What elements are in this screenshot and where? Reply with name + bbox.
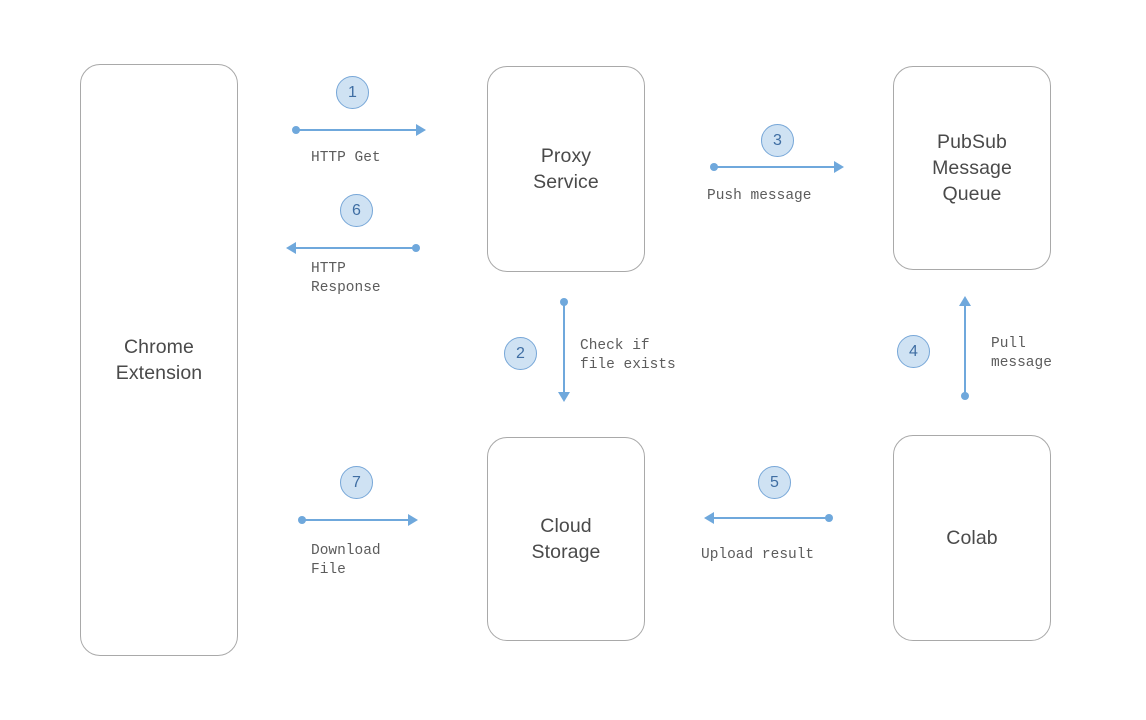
edge-upload-result [700,510,835,526]
edge-label-check-if-file-exists: Check if file exists [580,338,676,373]
step-badge-3: 3 [761,124,794,157]
step-badge-6: 6 [340,194,373,227]
node-proxy-service[interactable]: Proxy Service [487,66,645,272]
step-badge-4: 4 [897,335,930,368]
edge-label-http-get: HTTP Get [311,150,381,166]
edge-label-push-message: Push message [707,188,812,204]
edge-label-download-file: Download File [311,543,381,578]
edge-check-if-file-exists [556,296,572,406]
edge-pull-message [957,292,973,402]
step-number-2: 2 [516,344,525,362]
node-label-pubsub-message-queue: PubSub Message Queue [932,131,1012,205]
edge-download-file [296,512,426,528]
step-number-4: 4 [909,342,918,360]
node-colab[interactable]: Colab [893,435,1051,641]
node-label-chrome-extension: Chrome Extension [115,336,203,384]
step-badge-7: 7 [340,466,373,499]
edge-label-upload-result: Upload result [701,547,815,563]
edge-label-http-response: HTTP Response [311,261,381,296]
step-badge-5: 5 [758,466,791,499]
node-label-colab: Colab [946,527,998,549]
node-chrome-extension[interactable]: Chrome Extension [80,64,238,656]
step-badge-1: 1 [336,76,369,109]
edge-http-response [282,240,422,256]
node-cloud-storage[interactable]: Cloud Storage [487,437,645,641]
node-label-cloud-storage: Cloud Storage [531,515,601,563]
step-number-1: 1 [348,83,357,101]
node-pubsub-message-queue[interactable]: PubSub Message Queue [893,66,1051,270]
edge-label-pull-message: Pull message [991,336,1052,371]
step-number-6: 6 [352,201,361,219]
step-badge-2: 2 [504,337,537,370]
step-number-3: 3 [773,131,782,149]
node-label-proxy-service: Proxy Service [533,145,599,193]
step-number-5: 5 [770,473,779,491]
step-number-7: 7 [352,473,361,491]
edge-push-message [708,159,848,175]
edge-http-get [290,122,430,138]
